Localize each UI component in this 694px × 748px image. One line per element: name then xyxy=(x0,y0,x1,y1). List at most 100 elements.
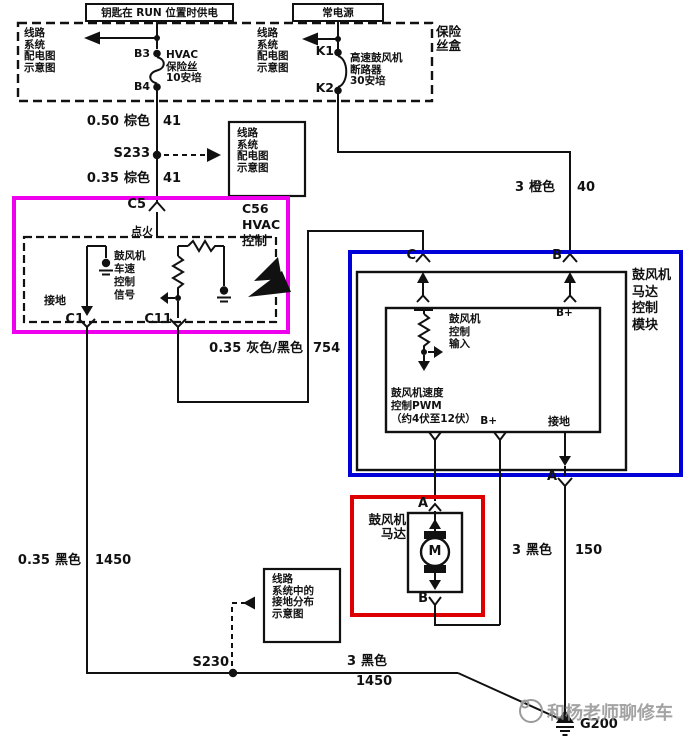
ignition-label: 点火 xyxy=(131,225,153,238)
module-bplus-bottom-label: B+ xyxy=(480,415,497,427)
blower-module-outer-outline xyxy=(355,270,628,472)
wire-black1450-label: 3 黑色 xyxy=(347,654,387,670)
wire-black35-label: 0.35 黑色 xyxy=(18,553,81,569)
hvac-control-name: C56 HVAC 控制 xyxy=(242,201,281,248)
s230-dot xyxy=(228,668,238,678)
hvac-control-internals xyxy=(78,239,291,329)
wire-color: 棕色 xyxy=(123,114,150,129)
motor-a-label: A xyxy=(417,496,428,511)
wire-color: 灰色/黑色 xyxy=(246,341,303,356)
s233-ref-arrow xyxy=(207,148,221,162)
run-power-title-box: 钥匙在 RUN 位置时供电 xyxy=(85,3,234,22)
pin-b3-dot xyxy=(153,49,161,58)
wire-brown35-label: 0.35 棕色 xyxy=(87,171,150,187)
fuse-box-name: 保险 丝盒 xyxy=(436,24,462,53)
module-ground-label: 接地 xyxy=(548,415,570,428)
c1-connector-label: C1 xyxy=(65,312,84,327)
constant-power-title: 常电源 xyxy=(322,7,354,19)
wire-gauge: 0.35 xyxy=(209,341,242,356)
wire-gauge: 0.35 xyxy=(17,553,50,568)
ground-dist-ref-label: 线路 系统中的 接地分布 示意图 xyxy=(272,573,314,620)
motor-brush-bottom xyxy=(424,565,446,573)
wire-brown50-label: 0.50 棕色 xyxy=(87,114,150,130)
esd-symbol-upper xyxy=(254,257,282,281)
fuse-left-ref-label: 线路 系统 配电图 示意图 xyxy=(24,27,56,74)
wire-color: 橙色 xyxy=(528,180,555,195)
wire-gauge: 3 xyxy=(511,543,521,558)
resistor-horizontal xyxy=(187,239,224,253)
module-a-label: A xyxy=(546,469,557,484)
module-c-label: C xyxy=(406,248,416,263)
signal-out-arrow xyxy=(160,292,168,304)
run-power-feed-wire xyxy=(84,17,165,202)
s230-ref-arrow xyxy=(243,596,255,610)
constant-power-title-box: 常电源 xyxy=(292,3,384,22)
module-c-connector-symbol xyxy=(415,252,431,263)
pin-b3-label: B3 xyxy=(133,47,150,60)
wire-orange-label: 3 橙色 xyxy=(515,180,555,196)
ground-path-wires xyxy=(86,327,563,721)
module-bplus-top-label: B+ xyxy=(556,307,573,319)
pin-k2-dot xyxy=(334,86,342,95)
s230-label: S230 xyxy=(192,655,230,670)
module-a-connector-symbol xyxy=(557,477,573,488)
fuse-box-outline xyxy=(16,21,434,103)
wire-gauge: 0.50 xyxy=(86,114,119,129)
watermark-text: 和杨老师聊修车 xyxy=(547,703,673,724)
run-power-title: 钥匙在 RUN 位置时供电 xyxy=(101,7,218,19)
pwm-label: 鼓风机速度 控制PWM （约4伏至12伏） xyxy=(391,387,476,425)
pin-k1-label: K1 xyxy=(315,43,334,58)
speed-signal-label: 鼓风机 车速 控制 信号 xyxy=(114,250,146,301)
motor-b-label: B xyxy=(418,591,428,606)
hvac-control-box xyxy=(12,196,290,334)
esd-symbol-lower xyxy=(248,271,291,297)
blower-motor-symbol xyxy=(419,502,500,626)
internal-ground-symbol-left xyxy=(99,269,113,276)
c5-connector-label: C5 xyxy=(127,197,146,212)
wire-color: 黑色 xyxy=(525,543,552,558)
motor-brush-top xyxy=(424,531,446,539)
watermark-logo xyxy=(519,699,543,723)
wire-orange-circuit: 40 xyxy=(577,180,596,195)
blower-module-internals xyxy=(414,309,443,371)
control-input-arrow xyxy=(434,346,443,358)
hvac-control-inner-outline xyxy=(22,235,278,324)
wire-black1450-circuit: 1450 xyxy=(356,674,393,689)
s233-label: S233 xyxy=(113,146,151,161)
motor-b-connector-symbol xyxy=(428,596,442,607)
left-ref-arrow xyxy=(84,31,100,45)
signal-source-dot xyxy=(101,258,111,268)
diagonal-ground-wire xyxy=(457,672,563,721)
c11-connector-label: C11 xyxy=(144,312,172,327)
pin-k2-label: K2 xyxy=(315,80,334,95)
c5-connector-symbol xyxy=(148,200,166,238)
wire-brown35-circuit: 41 xyxy=(163,171,182,186)
blower-motor-box xyxy=(350,495,485,617)
pin-b4-label: B4 xyxy=(133,80,150,93)
ground-dist-ref-box xyxy=(262,567,342,644)
wire-black35-circuit: 1450 xyxy=(95,553,132,568)
blower-module-pins xyxy=(428,431,573,712)
constant-power-feed-wire xyxy=(302,17,571,252)
wire-gauge: 3 xyxy=(514,180,524,195)
pin-k1-dot xyxy=(334,48,342,57)
blower-module-box xyxy=(348,250,683,477)
wire-black150-circuit: 150 xyxy=(575,543,603,558)
motor-return-wire xyxy=(434,605,500,626)
wire-gauge: 0.35 xyxy=(86,171,119,186)
control-input-label: 鼓风机 控制 输入 xyxy=(449,313,481,350)
module-b-connector-symbol xyxy=(562,252,578,263)
hvac-fuse-label: HVAC 保险丝 10安培 xyxy=(166,49,202,84)
right-ref-arrow xyxy=(302,32,318,46)
wire-grayblack-circuit: 754 xyxy=(313,341,341,356)
wire-color: 黑色 xyxy=(54,553,81,568)
blower-module-name: 鼓风机 马达 控制 模块 xyxy=(632,268,672,333)
circuit-breaker-symbol xyxy=(337,55,348,88)
black-1450-wire xyxy=(86,327,458,674)
breaker-label: 高速鼓风机 断路器 30安培 xyxy=(350,52,403,87)
blower-motor-name: 鼓风机 马达 xyxy=(368,512,406,541)
wire-color: 棕色 xyxy=(123,171,150,186)
module-resistor xyxy=(417,313,431,352)
